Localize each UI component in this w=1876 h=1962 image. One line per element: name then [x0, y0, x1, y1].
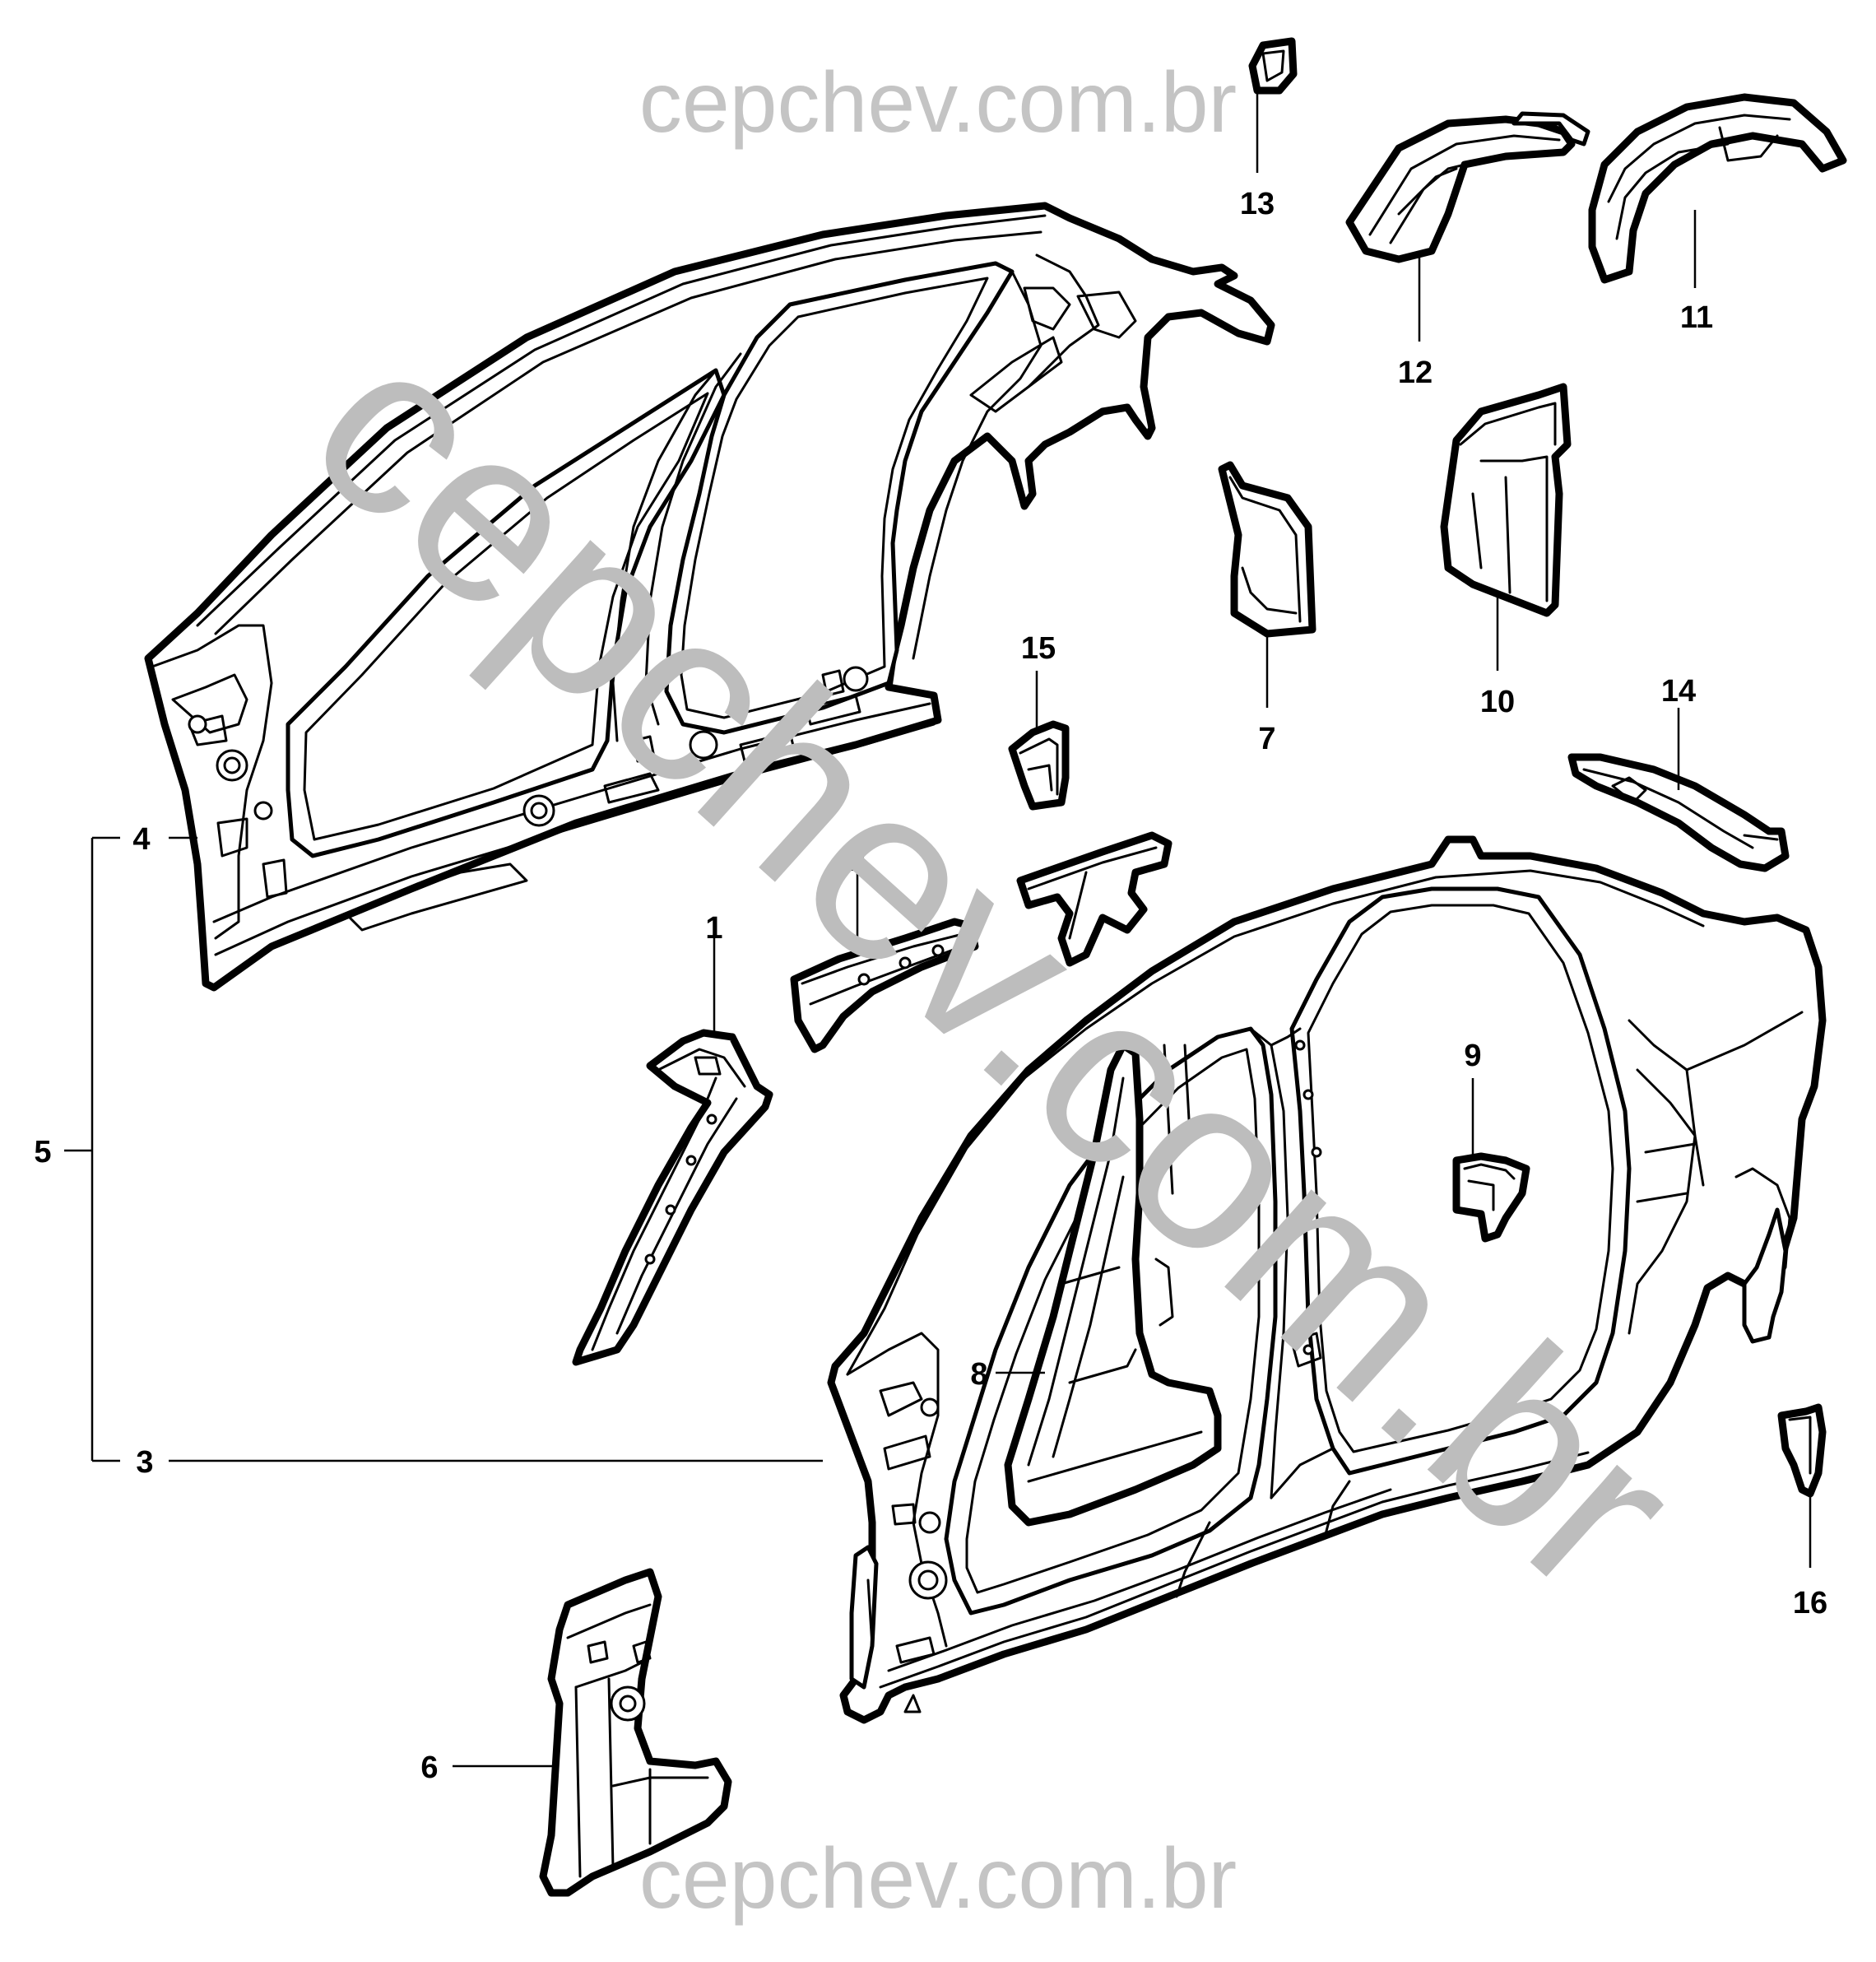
- callout-1: 1: [705, 911, 722, 946]
- part-14-rear-rail: [1567, 708, 1790, 872]
- callout-8: 8: [970, 1357, 987, 1392]
- part-10-rear-bracket: [1440, 383, 1572, 671]
- part-11-wheelhouse-outer: [1588, 93, 1847, 288]
- part-8-b-pillar-reinforcement: [996, 1041, 1222, 1527]
- assembly-bracket: [64, 836, 823, 1462]
- part-9-plate: [1452, 1078, 1530, 1243]
- callout-16: 16: [1793, 1586, 1827, 1620]
- callout-12: 12: [1398, 356, 1433, 390]
- callout-15: 15: [1021, 631, 1056, 666]
- callout-13: 13: [1240, 187, 1275, 221]
- part-7-pillar-reinforcement: [1218, 461, 1316, 708]
- part-12-wheelhouse-inner: [1345, 111, 1590, 342]
- part-2-rail-section: [790, 872, 979, 1053]
- watermark-bottom: cepchev.com.br: [639, 1831, 1237, 1927]
- callout-2: 2: [848, 844, 866, 878]
- watermark-top: cepchev.com.br: [639, 55, 1237, 151]
- callout-5: 5: [34, 1135, 51, 1169]
- b-pillar-upper-bracket: [1016, 831, 1172, 967]
- part-13-bracket: [1248, 37, 1298, 173]
- callout-4: 4: [132, 822, 150, 857]
- callout-10: 10: [1480, 685, 1515, 719]
- part-16-bracket: [1777, 1403, 1827, 1568]
- part-4-inner-side-panel: [144, 202, 1275, 992]
- callout-9: 9: [1464, 1039, 1481, 1073]
- callout-11: 11: [1680, 300, 1713, 335]
- part-1-a-pillar-inner: [572, 938, 773, 1366]
- callout-3: 3: [136, 1445, 153, 1480]
- callout-6: 6: [420, 1750, 438, 1785]
- part-15-gusset: [1008, 671, 1070, 811]
- part-6-lower-pillar-panel: [453, 1568, 732, 1897]
- callout-7: 7: [1258, 722, 1275, 756]
- callout-14: 14: [1661, 674, 1696, 709]
